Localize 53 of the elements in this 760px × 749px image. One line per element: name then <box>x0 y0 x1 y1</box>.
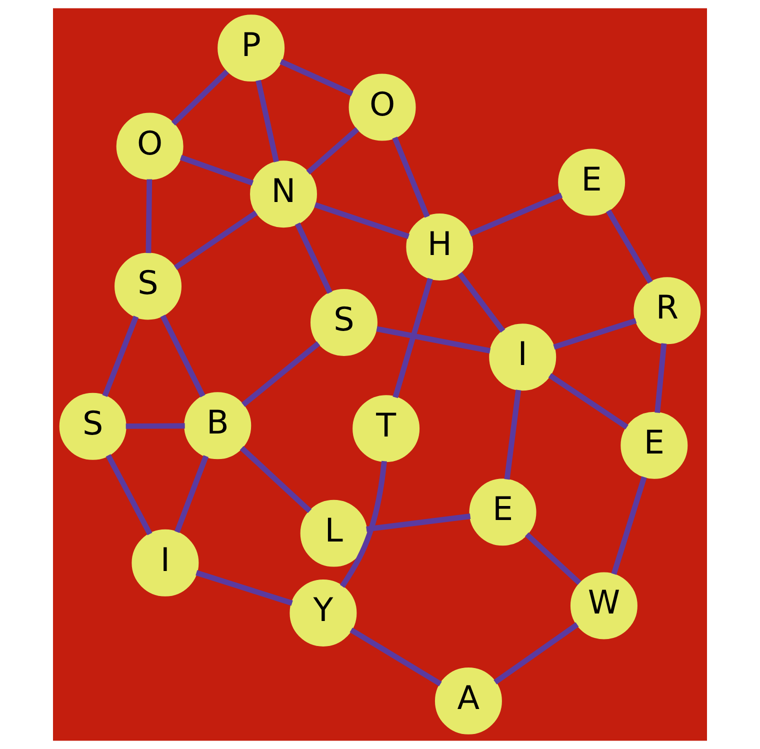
connector <box>376 326 491 354</box>
connector <box>126 423 185 429</box>
connector <box>392 278 433 398</box>
connector <box>340 460 387 588</box>
node-circle: T <box>352 395 420 462</box>
node-circle: I <box>132 529 199 596</box>
node-circle: O <box>348 74 416 141</box>
connector <box>102 316 139 398</box>
node-circle: L <box>300 500 368 567</box>
node-circle: S <box>114 252 182 320</box>
connector <box>180 154 254 186</box>
node-circle: E <box>558 148 626 216</box>
connector <box>146 179 152 254</box>
connector <box>256 80 279 162</box>
connector <box>196 570 293 606</box>
node-circle: E <box>620 412 688 479</box>
connector <box>240 446 312 514</box>
node-circle: E <box>469 478 536 546</box>
connector <box>242 341 320 407</box>
node-circle: S <box>310 289 378 356</box>
node-circle: A <box>434 667 502 734</box>
connector <box>160 314 206 398</box>
connector <box>469 192 563 236</box>
node-circle: R <box>634 277 701 344</box>
connector <box>106 454 152 536</box>
connector <box>280 59 354 96</box>
node-circle: N <box>250 160 317 228</box>
node-circle: Y <box>290 579 357 646</box>
connector <box>524 532 582 586</box>
connector <box>458 272 506 333</box>
connector <box>314 202 410 240</box>
connector <box>171 69 229 126</box>
node-circle: H <box>406 213 474 280</box>
connector <box>606 209 653 284</box>
connector <box>504 390 522 480</box>
connector <box>611 476 647 575</box>
connector <box>553 318 637 350</box>
connector <box>295 222 332 294</box>
connector <box>366 514 471 532</box>
connector <box>548 373 628 430</box>
node-circle: W <box>570 572 638 640</box>
connector <box>654 343 667 414</box>
node-circle: P <box>218 14 285 82</box>
connector <box>494 622 579 684</box>
node-circle: I <box>489 324 556 391</box>
node-circle: S <box>59 392 126 460</box>
connector <box>306 127 360 175</box>
node-circle: O <box>116 112 184 180</box>
node-circle: B <box>184 392 252 460</box>
connector <box>174 210 258 270</box>
connector <box>174 455 209 533</box>
connector <box>350 628 442 686</box>
connector <box>392 136 430 218</box>
